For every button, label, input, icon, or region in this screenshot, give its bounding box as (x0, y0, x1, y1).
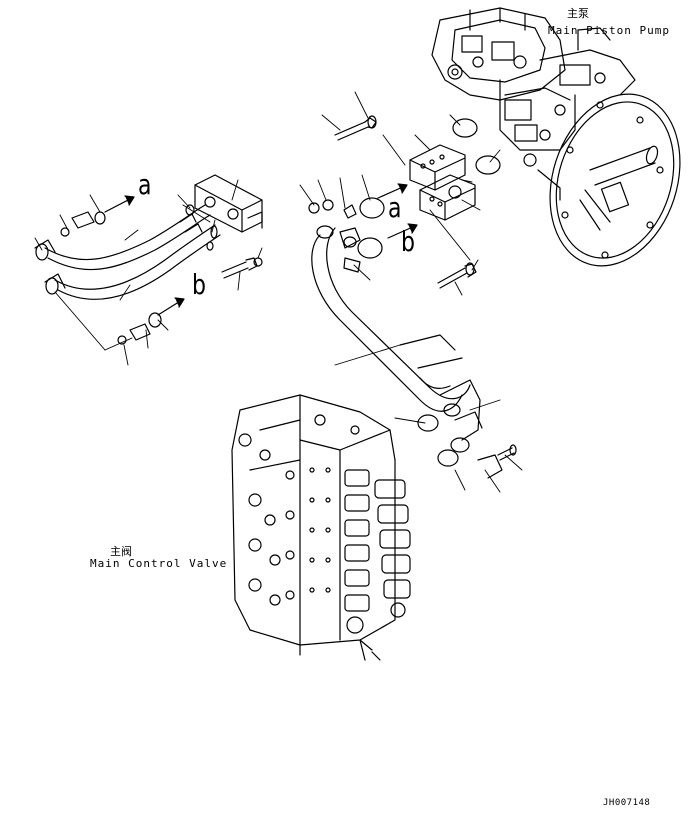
drawing-code: JH007148 (603, 798, 651, 808)
main-piston-pump (431, 7, 681, 267)
flow-label-b-left: b (192, 270, 206, 302)
high-pressure-pipe (308, 199, 517, 479)
main-control-valve (231, 394, 411, 656)
leader-lines (34, 91, 523, 493)
pump-flange-blocks (334, 115, 501, 289)
pump-label-cn: 主泵 (567, 7, 589, 20)
valve-label-cn: 主阀 (110, 545, 132, 558)
valve-label-en: Main Control Valve (90, 557, 228, 570)
left-hose-assembly (34, 174, 263, 345)
flow-arrows (104, 183, 418, 316)
flow-label-a-left: a (138, 170, 152, 202)
pump-label-en: Main Piston Pump (548, 24, 670, 37)
lower-detail (359, 639, 381, 661)
flow-label-b-right: b (401, 227, 415, 259)
flow-label-a-right: a (388, 193, 402, 225)
